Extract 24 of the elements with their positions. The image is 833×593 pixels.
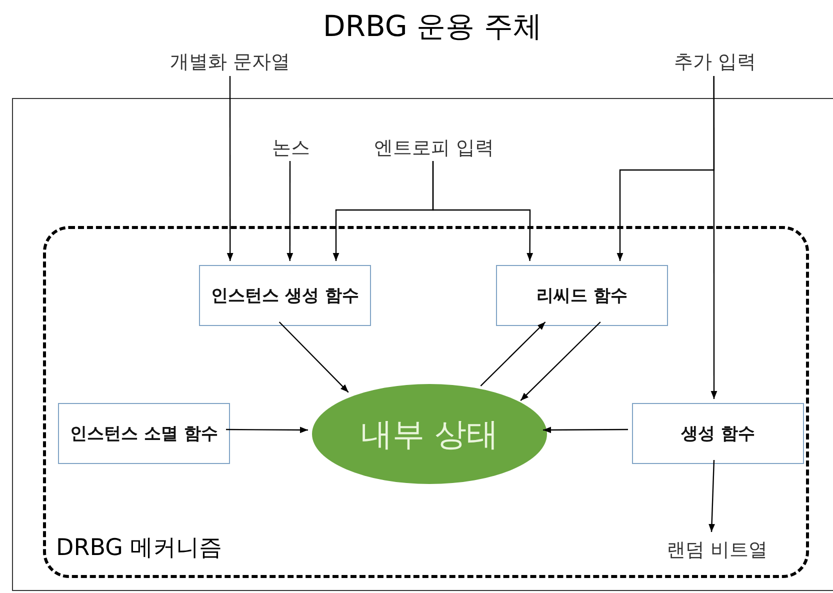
arrow — [710, 76, 718, 399]
boundary-title: DRBG 메커니즘 — [56, 534, 222, 562]
arrow — [226, 426, 308, 434]
arrow — [286, 161, 294, 261]
state-label: 내부 상태 — [360, 414, 499, 455]
function-box: 생성 함수 — [632, 403, 804, 464]
arrow — [520, 322, 601, 402]
function-box: 인스턴스 소멸 함수 — [58, 403, 230, 464]
input-label: 랜덤 비트열 — [644, 536, 790, 564]
arrow — [432, 161, 534, 261]
input-label: 엔트로피 입력 — [353, 134, 515, 162]
function-box: 리씨드 함수 — [496, 265, 668, 326]
arrow — [278, 322, 349, 393]
state-ellipse — [312, 384, 547, 484]
arrow — [708, 460, 715, 532]
dashed-boundary — [43, 226, 809, 578]
input-label: 개별화 문자열 — [150, 48, 310, 76]
arrow — [480, 322, 546, 386]
frame-heading: DRBG 운용 주체 — [323, 8, 542, 45]
input-label: 추가 입력 — [660, 48, 770, 76]
input-label: 논스 — [261, 134, 321, 162]
arrow — [543, 426, 628, 434]
function-box: 인스턴스 생성 함수 — [199, 265, 371, 326]
arrow — [226, 76, 234, 261]
